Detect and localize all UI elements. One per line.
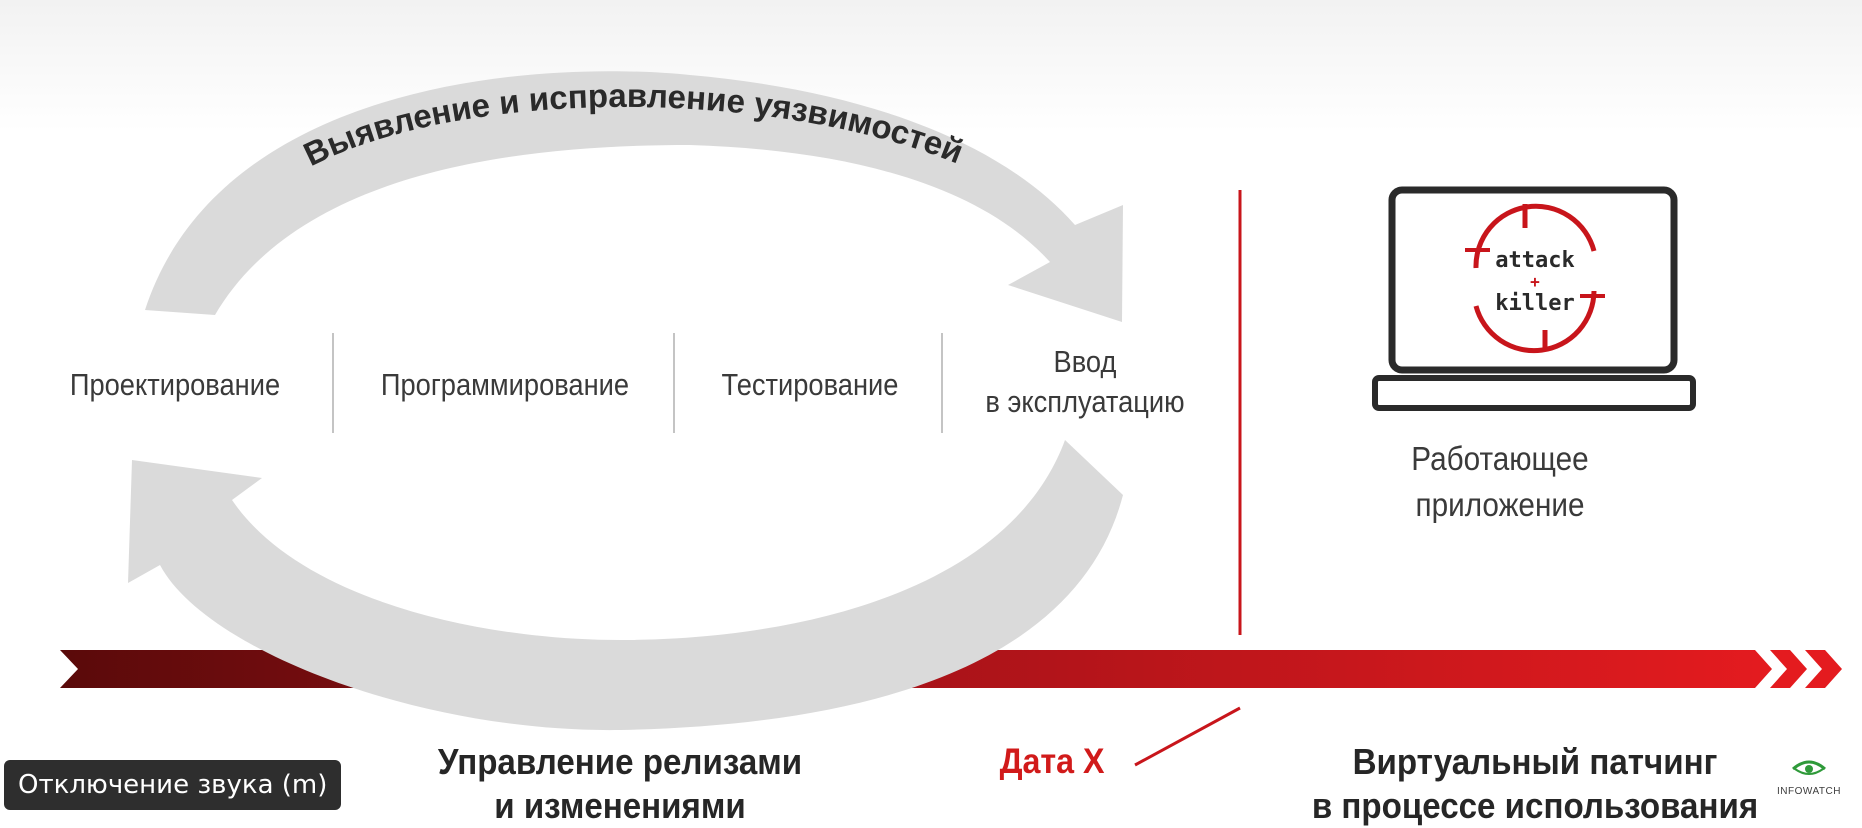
stage-deployment: Ввод в эксплуатацию — [966, 342, 1204, 422]
logo-killer: killer — [1495, 291, 1574, 316]
date-pointer — [1134, 706, 1241, 767]
stage-coding: Программирование — [369, 365, 642, 405]
release-management-line2: и изменениями — [494, 785, 746, 826]
date-x-label: Дата X — [999, 742, 1105, 781]
virtual-patching-line1: Виртуальный патчинг — [1352, 741, 1718, 782]
laptop-caption: Работающее приложение — [1392, 436, 1608, 528]
stage-divider — [673, 333, 675, 433]
stage-divider — [941, 333, 943, 433]
mute-toast[interactable]: Отключение звука (m) — [4, 760, 342, 810]
stage-testing-label: Тестирование — [721, 367, 899, 402]
logo-plus: + — [1530, 272, 1540, 291]
stage-deployment-line2: в эксплуатацию — [985, 384, 1185, 419]
stage-deployment-line1: Ввод — [1053, 344, 1117, 379]
infowatch-logo: INFOWATCH — [1774, 757, 1844, 797]
release-management-line1: Управление релизами — [437, 741, 803, 782]
crosshair-icon: attack + killer — [1465, 203, 1605, 354]
virtual-patching-line2: в процессе использования — [1311, 785, 1759, 826]
laptop-caption-line1: Работающее — [1411, 440, 1589, 477]
infowatch-wordmark: INFOWATCH — [1777, 786, 1841, 797]
bottom-cycle-arrow — [128, 440, 1123, 731]
laptop-icon — [1372, 186, 1696, 411]
top-cycle-arrow — [145, 71, 1123, 322]
virtual-patching-label: Виртуальный патчинг в процессе использов… — [1296, 740, 1774, 828]
stage-design-label: Проектирование — [69, 367, 281, 402]
eye-icon — [1792, 760, 1826, 775]
laptop-caption-line2: приложение — [1415, 486, 1585, 523]
logo-attack: attack — [1495, 248, 1574, 273]
release-management-label: Управление релизами и изменениями — [399, 740, 841, 828]
stage-divider — [332, 333, 334, 433]
stage-testing: Тестирование — [704, 365, 915, 405]
stage-design: Проектирование — [65, 365, 285, 405]
stage-coding-label: Программирование — [380, 367, 630, 402]
